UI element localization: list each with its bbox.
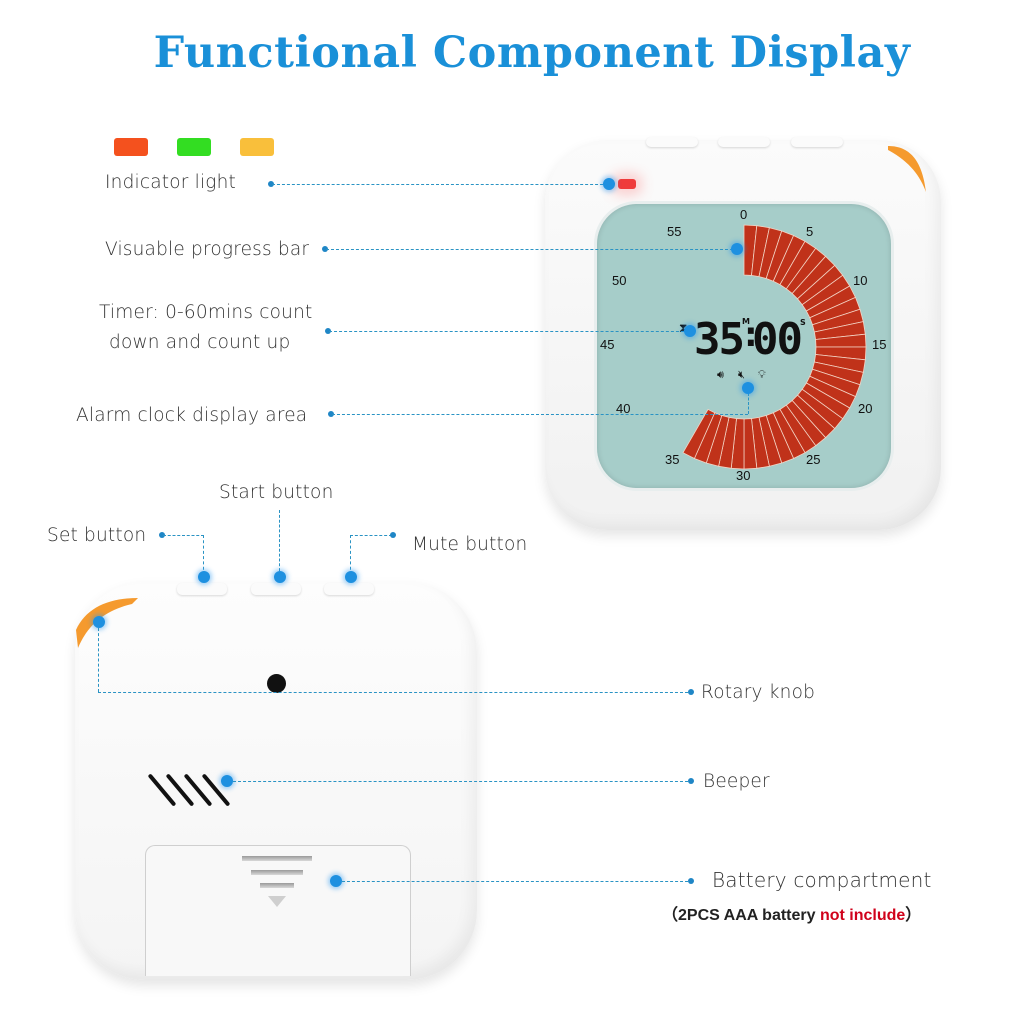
callout-dot (742, 382, 754, 394)
set-button[interactable] (177, 583, 227, 595)
dial-tick-30: 30 (736, 468, 751, 483)
callout-dot (731, 243, 743, 255)
leader-line-vertical (279, 510, 280, 576)
label-indicator-light: Indicator light (105, 172, 236, 193)
dial-tick-25: 25 (806, 452, 821, 467)
callout-dot (93, 616, 105, 628)
leader-dot (390, 532, 396, 538)
leader-line-vertical (748, 393, 749, 414)
leader-line (163, 535, 204, 536)
leader-line-vertical (98, 628, 99, 692)
label-battery: Battery compartment (712, 868, 932, 892)
battery-cover-grip (260, 883, 294, 888)
progress-bar-arc (682, 224, 867, 470)
callout-dot (221, 775, 233, 787)
leader-dot (688, 878, 694, 884)
timer-minutes: 35 (694, 314, 745, 365)
minute-unit: M (742, 317, 750, 326)
dial-tick-35: 35 (665, 452, 680, 467)
battery-cover-grip (251, 870, 303, 875)
dial-tick-55: 55 (667, 224, 682, 239)
second-unit: S (800, 318, 806, 327)
leader-dot (688, 778, 694, 784)
callout-dot (684, 325, 696, 337)
callout-dot (198, 571, 210, 583)
leader-line (272, 184, 608, 185)
top-button-set[interactable] (646, 137, 698, 147)
hourglass-icon: ⧗ (679, 321, 688, 335)
rotary-knob-back-icon[interactable] (72, 596, 142, 656)
battery-note: （2PCS AAA battery not include） (662, 901, 921, 925)
start-button[interactable] (251, 583, 301, 595)
top-button-start[interactable] (718, 137, 770, 147)
indicator-swatch-green (177, 138, 211, 156)
bulb-icon: 💡︎ (758, 368, 766, 381)
dial-tick-5: 5 (806, 224, 814, 239)
callout-dot (603, 178, 615, 190)
dial-tick-45: 45 (600, 337, 615, 352)
leader-line (233, 781, 688, 782)
leader-line-vertical (203, 535, 204, 575)
leader-dot (325, 328, 331, 334)
callout-dot (330, 875, 342, 887)
indicator-swatch-yellow (240, 138, 274, 156)
leader-line-vertical (350, 535, 351, 575)
leader-dot (159, 532, 165, 538)
label-timer-line2: down and count up (109, 332, 291, 353)
label-progress-bar: Visuable progress bar (105, 239, 310, 260)
callout-dot (345, 571, 357, 583)
label-display-area: Alarm clock display area (76, 405, 308, 426)
battery-cover-arrow-icon (268, 896, 286, 907)
leader-dot (322, 246, 328, 252)
leader-line (326, 249, 733, 250)
dial-tick-50: 50 (612, 273, 627, 288)
leader-dot (268, 181, 274, 187)
mute-button[interactable] (324, 583, 374, 595)
dial-tick-10: 10 (853, 273, 868, 288)
leader-line (332, 414, 748, 415)
timer-separator: : (740, 314, 762, 355)
page-title: Functional Component Display (153, 28, 911, 78)
dial-tick-0: 0 (740, 207, 748, 222)
label-beeper: Beeper (703, 771, 770, 792)
leader-line (329, 331, 689, 332)
callout-dot (274, 571, 286, 583)
leader-line (350, 535, 392, 536)
battery-note-warning: not include (819, 907, 906, 924)
label-mute-button: Mute button (412, 534, 528, 555)
battery-cover[interactable] (145, 845, 411, 976)
speaker-on-icon: 🔊︎ (717, 368, 724, 381)
timer-seconds: 00 (752, 314, 803, 365)
speaker-mute-icon: 🔇︎ (738, 368, 745, 381)
leader-line (342, 881, 688, 882)
dial-tick-20: 20 (858, 401, 873, 416)
leader-dot (328, 411, 334, 417)
rotary-knob-icon[interactable] (880, 140, 930, 200)
top-button-mute[interactable] (791, 137, 843, 147)
indicator-led (618, 179, 636, 189)
dial-tick-40: 40 (616, 401, 631, 416)
label-set-button: Set button (47, 525, 147, 546)
dial-tick-15: 15 (872, 337, 887, 352)
label-timer-line1: Timer: 0-60mins count (99, 302, 313, 323)
battery-note-suffix: ） (905, 907, 922, 924)
battery-cover-grip (242, 856, 312, 861)
leader-line (98, 692, 688, 693)
label-rotary-knob: Rotary knob (701, 682, 816, 703)
hanging-hole (267, 674, 286, 693)
battery-note-prefix: （2PCS AAA battery (662, 907, 820, 924)
indicator-swatch-red (114, 138, 148, 156)
label-start-button: Start button (219, 482, 334, 503)
leader-dot (688, 689, 694, 695)
